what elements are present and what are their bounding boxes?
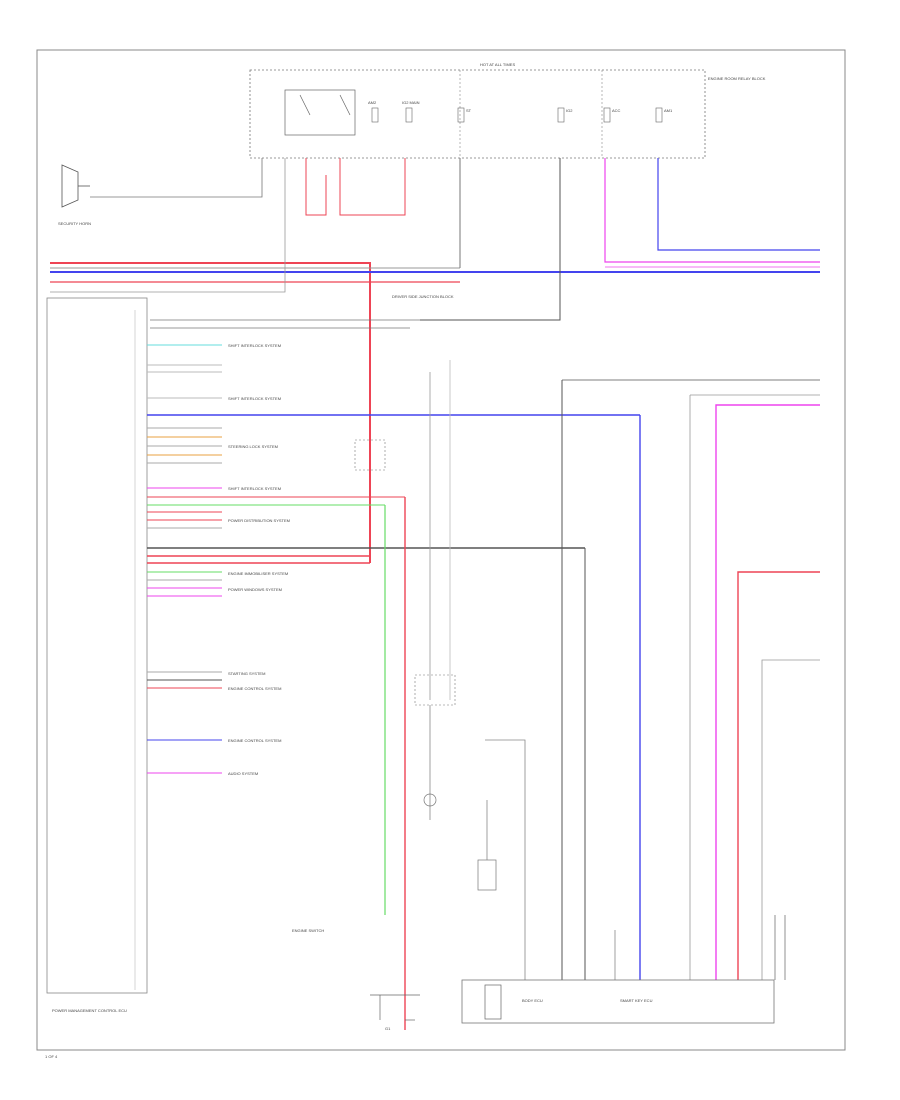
fuse-symbol (371, 107, 379, 123)
fuse-symbol (557, 107, 565, 123)
wire-blue-top (657, 158, 820, 251)
system-label: POWER WINDOWS SYSTEM (228, 587, 282, 592)
system-label: ENGINE CONTROL SYSTEM (228, 738, 281, 743)
fuse-label: IG2 MAIN (402, 100, 420, 105)
wire-red-right (737, 571, 820, 980)
left-module (46, 297, 148, 994)
wire-magenta-top (604, 158, 820, 263)
pin-rows (147, 344, 640, 774)
system-label: SHIFT INTERLOCK SYSTEM (228, 486, 281, 491)
engine-switch-symbol (370, 994, 420, 1021)
wire-red-bus (50, 262, 371, 563)
wire-magenta-right (715, 404, 820, 980)
junction-block-label: DRIVER SIDE JUNCTION BLOCK (392, 294, 454, 299)
switch-symbol (477, 859, 497, 891)
wire-gray-right-2 (761, 659, 820, 980)
fuse-group: AM2 IG2 MAIN ST IG2 ACC AM1 (368, 100, 673, 123)
system-label: SHIFT INTERLOCK SYSTEM (228, 343, 281, 348)
mid-relay-2 (414, 674, 456, 706)
wire-red-relay (339, 158, 406, 216)
system-label: STARTING SYSTEM (228, 671, 265, 676)
ground-label: G1 (385, 1026, 391, 1031)
fuse-label: AM1 (664, 108, 673, 113)
left-module-label: POWER MANAGEMENT CONTROL ECU (52, 1008, 127, 1013)
wire-lower-2 (485, 739, 526, 980)
security-horn (61, 164, 90, 208)
bottom-sub-box (484, 984, 502, 1020)
wire-gray-bus-2 (50, 158, 286, 293)
system-label: ENGINE CONTROL SYSTEM (228, 686, 281, 691)
system-label: AUDIO SYSTEM (228, 771, 258, 776)
system-label: ENGINE IMMOBILISER SYSTEM (228, 571, 288, 576)
wire-dark-top (420, 158, 561, 321)
outer-frame (36, 49, 846, 1051)
top-relay-box (249, 69, 706, 159)
fuse-label: ST (466, 108, 472, 113)
fuse-symbol (603, 107, 611, 123)
lamp-symbol (423, 793, 437, 807)
top-box-title: HOT AT ALL TIMES (480, 62, 515, 67)
security-horn-label: SECURITY HORN (58, 221, 91, 226)
fuse-label: IG2 (566, 108, 573, 113)
system-label: POWER DISTRIBUTION SYSTEM (228, 518, 290, 523)
fuse-label: ACC (612, 108, 621, 113)
relay-symbol (284, 89, 356, 136)
page-number: 1 OF 4 (45, 1054, 58, 1059)
engine-switch-label: ENGINE SWITCH (292, 928, 324, 933)
fuse-symbol (655, 107, 663, 123)
bottom-box-b-label: SMART KEY ECU (620, 998, 653, 1003)
wire-red-relay (305, 158, 327, 216)
wire-horn (90, 158, 263, 198)
bottom-box (461, 979, 775, 1024)
fuse-symbol (457, 107, 465, 123)
fuse-label: AM2 (368, 100, 377, 105)
system-label: SHIFT INTERLOCK SYSTEM (228, 396, 281, 401)
mid-relay (354, 439, 386, 471)
fuse-symbol (405, 107, 413, 123)
system-label: STEERING LOCK SYSTEM (228, 444, 278, 449)
top-right-note: ENGINE ROOM RELAY BLOCK (708, 76, 766, 81)
bottom-box-a-label: BODY ECU (522, 998, 543, 1003)
